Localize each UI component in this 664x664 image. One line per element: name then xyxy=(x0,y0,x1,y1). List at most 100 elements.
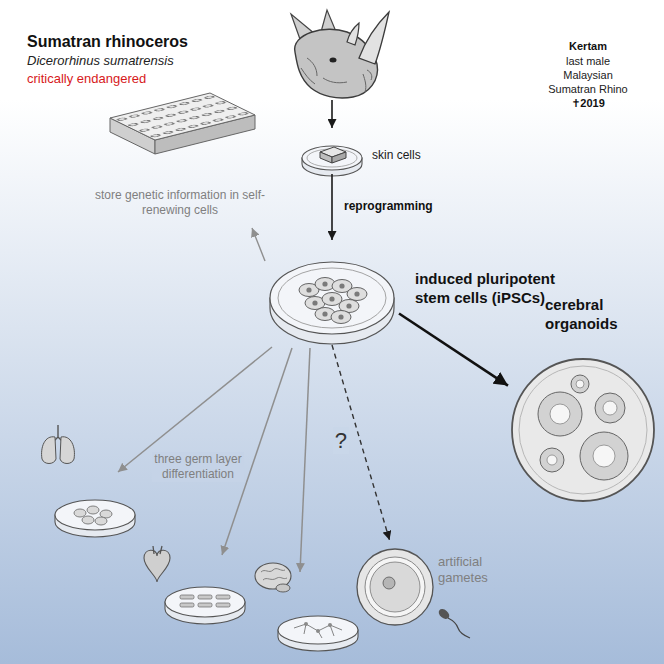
organoid-figure xyxy=(512,359,654,501)
gamete-figure xyxy=(357,549,433,625)
gamete-figure xyxy=(383,577,395,589)
cryo-storage-box xyxy=(110,93,255,140)
rhino-illustration xyxy=(359,12,389,64)
mesoderm-dish xyxy=(153,546,162,554)
rhino-illustration: Sumatran rhinocerosDicerorhinus sumatren… xyxy=(267,8,397,100)
stem-cell-dish xyxy=(331,311,351,324)
ectoderm-dish xyxy=(316,629,320,633)
mesoderm-dish xyxy=(198,595,212,599)
stem-cell-dish xyxy=(270,262,394,334)
rhino-illustration xyxy=(295,29,378,98)
organoid-figure xyxy=(538,392,582,436)
endoderm-dish xyxy=(55,500,135,530)
stem-cell-dish xyxy=(299,278,367,324)
gamete-figure xyxy=(365,557,425,617)
cryo-storage-box xyxy=(110,93,255,140)
organoid-figure xyxy=(580,432,628,480)
cryo-storage-box xyxy=(110,93,255,140)
stem-cell-dish xyxy=(306,287,311,292)
stem-cell-dish xyxy=(322,281,327,286)
organoid-figure xyxy=(593,445,615,467)
skin-sample-dish xyxy=(320,152,332,163)
stem-cell-dish xyxy=(339,283,344,288)
stem-cell-dish xyxy=(329,296,334,301)
death-year: ✝2019 xyxy=(543,97,633,111)
stem-cell-dish xyxy=(322,311,327,316)
status-label: critically endangered xyxy=(27,71,257,87)
mesoderm-dish xyxy=(216,595,230,599)
ectoderm-dish xyxy=(304,622,332,633)
mesoderm-dish xyxy=(144,550,170,582)
mesoderm-dish xyxy=(180,595,230,607)
latin-name: Dicerorhinus sumatrensis xyxy=(27,53,257,69)
mesoderm-dish xyxy=(180,595,194,599)
endoderm-dish xyxy=(74,509,86,517)
ectoderm-dish xyxy=(278,616,358,644)
organoid-arrow xyxy=(399,314,508,386)
gamete-figure xyxy=(370,562,420,612)
stem-cell-dish xyxy=(346,303,351,308)
individual-name: Kertam xyxy=(543,40,633,54)
cryo-storage-box xyxy=(110,93,255,154)
skin-sample-dish xyxy=(302,146,362,176)
organoid-figure xyxy=(512,359,654,501)
gamete-figure: artificial gametes xyxy=(352,540,477,640)
stem-cell-dish xyxy=(347,288,367,301)
gamete-label: artificial gametes xyxy=(438,554,518,587)
gamete-arrow xyxy=(332,345,390,540)
germ-layer-label: three germ layer differentiation xyxy=(152,452,244,482)
stem-cell-dish xyxy=(312,300,317,305)
cryo-storage-box: store genetic information in self-renewi… xyxy=(90,88,270,228)
endoderm-dish xyxy=(74,506,112,525)
organoid-figure xyxy=(571,375,589,393)
organoid-figure xyxy=(595,393,625,423)
organoid-figure xyxy=(538,375,628,480)
ectoderm-dish xyxy=(328,623,332,627)
stem-cell-dish xyxy=(306,281,359,319)
mesoderm-dish xyxy=(198,603,212,607)
mesoderm-dish xyxy=(180,603,194,607)
ectoderm-dish xyxy=(255,563,358,651)
mesoderm-dish xyxy=(144,546,170,582)
ectoderm-dish xyxy=(304,622,308,626)
organoid-figure xyxy=(547,455,557,465)
mesoderm-dish xyxy=(144,546,245,624)
endoderm-dish xyxy=(95,517,107,525)
skin-sample-dish xyxy=(332,152,346,163)
rhino-illustration xyxy=(291,10,389,98)
ectoderm-dish xyxy=(294,624,342,638)
endoderm-dish xyxy=(60,437,74,464)
organoid-figure xyxy=(547,380,617,467)
gamete-figure xyxy=(448,618,470,638)
organoid-figure: cerebral organoids xyxy=(508,356,658,504)
stem-cell-dish xyxy=(354,291,359,296)
species-name: Sumatran rhinoceros xyxy=(27,32,257,52)
organoid-figure xyxy=(550,404,570,424)
rhino-illustration xyxy=(347,23,359,45)
endoderm-dish xyxy=(42,425,75,464)
stem-cell-dish xyxy=(270,262,394,344)
organoid-figure xyxy=(603,401,617,415)
rhino-illustration xyxy=(330,58,337,63)
mesoderm-dish xyxy=(216,603,230,607)
organoid-figure xyxy=(540,448,564,472)
flow-arrow xyxy=(331,100,333,128)
connectors xyxy=(252,100,508,540)
ectoderm-dish xyxy=(261,569,287,580)
mesoderm-dish xyxy=(165,587,245,617)
stem-cell-dish xyxy=(322,293,342,306)
organoid-figure xyxy=(519,366,647,494)
flow-arrow xyxy=(331,174,333,240)
individual-note: last male Malaysian Sumatran Rhino xyxy=(543,55,633,96)
ectoderm-dish xyxy=(255,563,291,592)
stem-cell-dish xyxy=(338,314,343,319)
storage-arrow xyxy=(252,228,265,261)
edge-label: reprogramming xyxy=(342,199,435,214)
organoid-figure xyxy=(576,380,584,388)
ectoderm-dish xyxy=(276,584,290,592)
